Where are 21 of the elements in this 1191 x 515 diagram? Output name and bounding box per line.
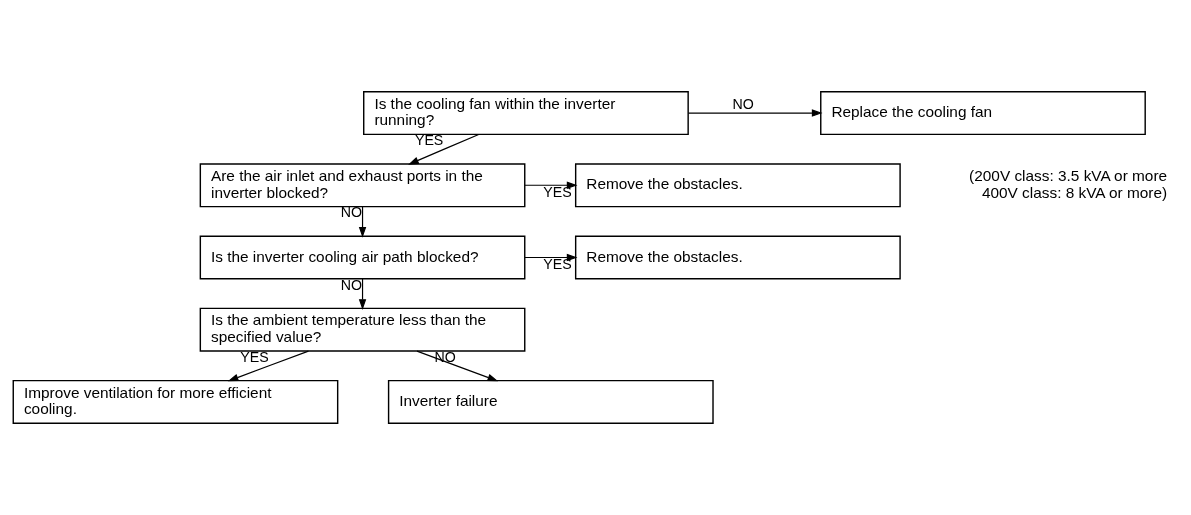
arrow	[687, 109, 823, 117]
node-box: Is the cooling fan within the inverter running?	[363, 91, 689, 136]
node-box: Replace the cooling fan	[820, 91, 1146, 136]
node-box: Is the ambient temperature less than the specified value?	[199, 307, 526, 352]
edge-label: YES	[543, 183, 572, 200]
arrow	[524, 253, 578, 262]
arrow	[358, 206, 367, 238]
arrow	[408, 133, 480, 165]
node-box: Remove the obstacles.	[574, 163, 901, 208]
node-box: Inverter failure	[387, 379, 714, 424]
edge-label: NO	[732, 96, 754, 113]
arrow	[416, 350, 499, 382]
arrow	[227, 350, 309, 382]
node-box: Are the air inlet and exhaust ports in the inverter blocked?	[199, 163, 526, 208]
node-box: Is the inverter cooling air path blocked?	[199, 235, 526, 280]
edge-label: YES	[543, 255, 572, 272]
node-box: Improve ventilation for more efficient cooling.	[12, 379, 339, 424]
arrow	[358, 278, 367, 310]
label: (200V class: 3.5 kVA or more 400V class: 8 kVA or more)	[969, 167, 1168, 201]
node-box: Remove the obstacles.	[574, 235, 901, 280]
arrow	[524, 181, 578, 189]
